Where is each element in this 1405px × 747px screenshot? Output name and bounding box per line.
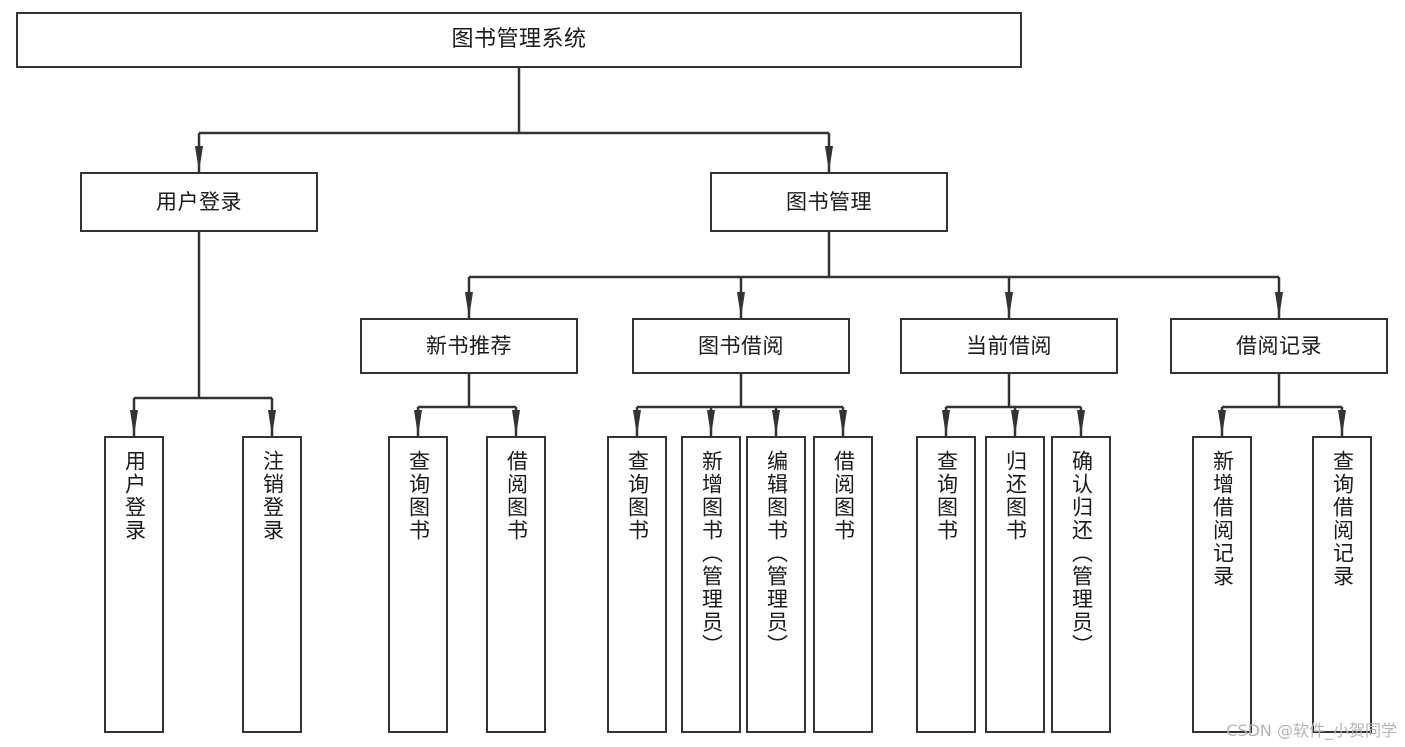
node-borrow-record[interactable]: 借阅记录 <box>1170 318 1388 374</box>
node-label: 用户登录 <box>122 450 147 542</box>
node-leaf-confirm-return-admin[interactable]: 确认归还（管理员） <box>1051 436 1111 733</box>
connector-arrowhead <box>1077 410 1085 436</box>
node-label: 借阅图书 <box>831 450 856 542</box>
node-book-manage[interactable]: 图书管理 <box>710 172 948 232</box>
node-leaf-add-book-admin[interactable]: 新增图书（管理员） <box>681 436 741 733</box>
node-label: 借阅记录 <box>1236 333 1322 358</box>
node-label: 新书推荐 <box>426 333 512 358</box>
node-leaf-edit-book-admin[interactable]: 编辑图书（管理员） <box>746 436 806 733</box>
node-leaf-query-borrow-record[interactable]: 查询借阅记录 <box>1312 436 1372 733</box>
node-root[interactable]: 图书管理系统 <box>16 12 1022 68</box>
connector-arrowhead <box>737 292 745 318</box>
connector-arrowhead <box>512 410 520 436</box>
connector-arrowhead <box>1005 292 1013 318</box>
node-label: 当前借阅 <box>966 333 1052 358</box>
connector-arrowhead <box>942 410 950 436</box>
connector-arrowhead <box>1338 410 1346 436</box>
node-label: 注销登录 <box>260 450 285 542</box>
connector-arrowhead <box>1011 410 1019 436</box>
node-leaf-return-book[interactable]: 归还图书 <box>985 436 1045 733</box>
connector-arrowhead <box>195 146 203 172</box>
connector-arrowhead <box>414 410 422 436</box>
connector-arrowhead <box>825 146 833 172</box>
connector-arrowhead <box>772 410 780 436</box>
node-label: 图书借阅 <box>698 333 784 358</box>
watermark: CSDN @软件_小贺同学 <box>1226 721 1397 740</box>
connector-arrowhead <box>465 292 473 318</box>
node-label: 编辑图书（管理员） <box>764 450 789 657</box>
connector-arrowhead <box>130 410 138 436</box>
node-leaf-logout[interactable]: 注销登录 <box>242 436 302 733</box>
node-leaf-user-login[interactable]: 用户登录 <box>104 436 164 733</box>
node-user-login[interactable]: 用户登录 <box>80 172 318 232</box>
node-label: 新增图书（管理员） <box>699 450 724 657</box>
node-leaf-query-book-rec[interactable]: 查询图书 <box>388 436 448 733</box>
node-current-borrow[interactable]: 当前借阅 <box>900 318 1118 374</box>
node-label: 新增借阅记录 <box>1210 450 1235 588</box>
connector-arrowhead <box>1275 292 1283 318</box>
node-label: 图书管理 <box>786 189 872 214</box>
node-label: 确认归还（管理员） <box>1069 450 1094 657</box>
node-label: 查询图书 <box>934 450 959 542</box>
node-leaf-query-book-borrow[interactable]: 查询图书 <box>607 436 667 733</box>
node-label: 用户登录 <box>156 189 242 214</box>
node-label: 查询图书 <box>406 450 431 542</box>
node-label: 查询图书 <box>625 450 650 542</box>
node-label: 图书管理系统 <box>451 27 587 53</box>
node-leaf-query-book-current[interactable]: 查询图书 <box>916 436 976 733</box>
node-label: 借阅图书 <box>504 450 529 542</box>
node-leaf-borrow-book[interactable]: 借阅图书 <box>813 436 873 733</box>
node-leaf-borrow-book-rec[interactable]: 借阅图书 <box>486 436 546 733</box>
node-label: 查询借阅记录 <box>1330 450 1355 588</box>
node-leaf-add-borrow-record[interactable]: 新增借阅记录 <box>1192 436 1252 733</box>
connector-arrowhead <box>1218 410 1226 436</box>
node-new-book-recommend[interactable]: 新书推荐 <box>360 318 578 374</box>
connector-arrowhead <box>707 410 715 436</box>
connector-arrowhead <box>633 410 641 436</box>
connector-arrowhead <box>268 410 276 436</box>
node-book-borrow[interactable]: 图书借阅 <box>632 318 850 374</box>
connector-arrowhead <box>839 410 847 436</box>
node-label: 归还图书 <box>1003 450 1028 542</box>
